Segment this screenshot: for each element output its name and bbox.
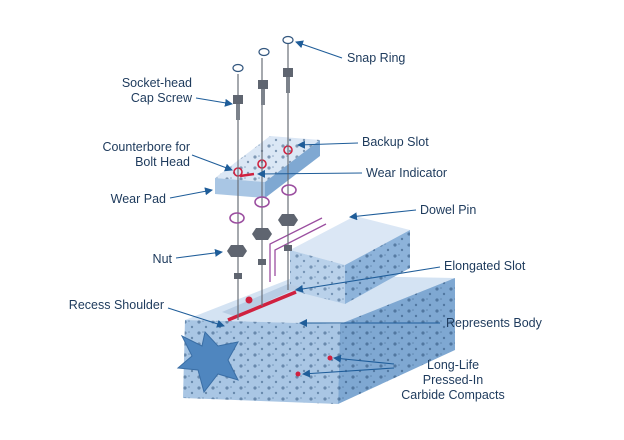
nut bbox=[227, 245, 247, 257]
carbide-compact bbox=[295, 371, 301, 377]
label-recess-shoulder: Recess Shoulder bbox=[68, 298, 164, 312]
label-elongated-slot: Elongated Slot bbox=[444, 259, 526, 273]
cap-screw-shaft bbox=[286, 77, 290, 93]
cap-screw-shaft bbox=[236, 104, 240, 120]
label-dowel-pin: Dowel Pin bbox=[420, 203, 477, 217]
label-socket-head-line2: Cap Screw bbox=[130, 91, 192, 105]
leader-carbide-2 bbox=[302, 367, 395, 378]
label-counterbore-line1: Counterbore for bbox=[102, 140, 190, 154]
cap-screw-head bbox=[258, 80, 268, 89]
cap-screw-head bbox=[283, 68, 293, 77]
dowel-pin-edge bbox=[269, 217, 323, 282]
label-represents-body: Represents Body bbox=[446, 316, 542, 330]
carbide-compact bbox=[327, 355, 333, 361]
label-wear-pad: Wear Pad bbox=[110, 192, 166, 206]
leader-backup-slot bbox=[297, 140, 359, 149]
leader-recess-shoulder bbox=[167, 307, 225, 328]
leader-cap-screw bbox=[195, 97, 233, 107]
label-socket-head-line1: Socket-head bbox=[121, 76, 192, 90]
snap-ring bbox=[232, 63, 244, 73]
recess-shoulder bbox=[222, 284, 300, 316]
dowel-ring bbox=[281, 184, 297, 196]
upper-block bbox=[290, 216, 410, 304]
nut bbox=[252, 228, 272, 240]
represents-body bbox=[183, 275, 455, 404]
nut bbox=[278, 214, 298, 226]
cap-screw-shaft bbox=[261, 89, 265, 105]
label-wear-indicator: Wear Indicator bbox=[366, 166, 448, 180]
label-counterbore: Counterbore for Bolt Head bbox=[70, 140, 190, 170]
leader-wear-indicator bbox=[257, 169, 363, 178]
wear-indicator-mark bbox=[239, 172, 255, 178]
label-carbide-compacts: Long-Life Pressed-In Carbide Compacts bbox=[388, 358, 518, 403]
label-nut: Nut bbox=[152, 252, 172, 266]
snap-ring bbox=[282, 35, 294, 45]
nut-lower bbox=[258, 259, 266, 265]
nut-lower bbox=[284, 245, 292, 251]
label-counterbore-line2: Bolt Head bbox=[135, 155, 190, 169]
label-carbide-line2: Pressed-In bbox=[422, 373, 484, 387]
leader-wear-pad bbox=[169, 187, 213, 199]
leader-carbide-1 bbox=[333, 354, 395, 365]
leader-snap-ring bbox=[295, 40, 343, 59]
leader-counterbore bbox=[191, 154, 233, 172]
label-carbide-line3: Carbide Compacts bbox=[401, 388, 505, 402]
label-socket-head-cap-screw: Socket-head Cap Screw bbox=[80, 76, 192, 106]
leader-elongated-slot bbox=[295, 266, 441, 293]
label-snap-ring: Snap Ring bbox=[347, 51, 406, 65]
nut-lower bbox=[234, 273, 242, 279]
dowel-pin bbox=[274, 223, 327, 276]
cap-screw-head bbox=[233, 95, 243, 104]
leader-dowel-pin bbox=[349, 209, 417, 221]
dowel-ring bbox=[254, 196, 270, 208]
snap-ring bbox=[258, 47, 270, 57]
screw-stack-3 bbox=[278, 35, 298, 290]
screw-stack-2 bbox=[252, 47, 272, 306]
screw-stack-1 bbox=[227, 63, 247, 320]
dowel-ring bbox=[229, 212, 245, 224]
leader-lines bbox=[167, 40, 441, 378]
label-carbide-line1: Long-Life bbox=[426, 358, 480, 372]
leader-nut bbox=[175, 248, 223, 259]
star-end-profile bbox=[176, 330, 239, 394]
label-backup-slot: Backup Slot bbox=[362, 135, 429, 149]
slot-pin-dot bbox=[245, 296, 253, 304]
